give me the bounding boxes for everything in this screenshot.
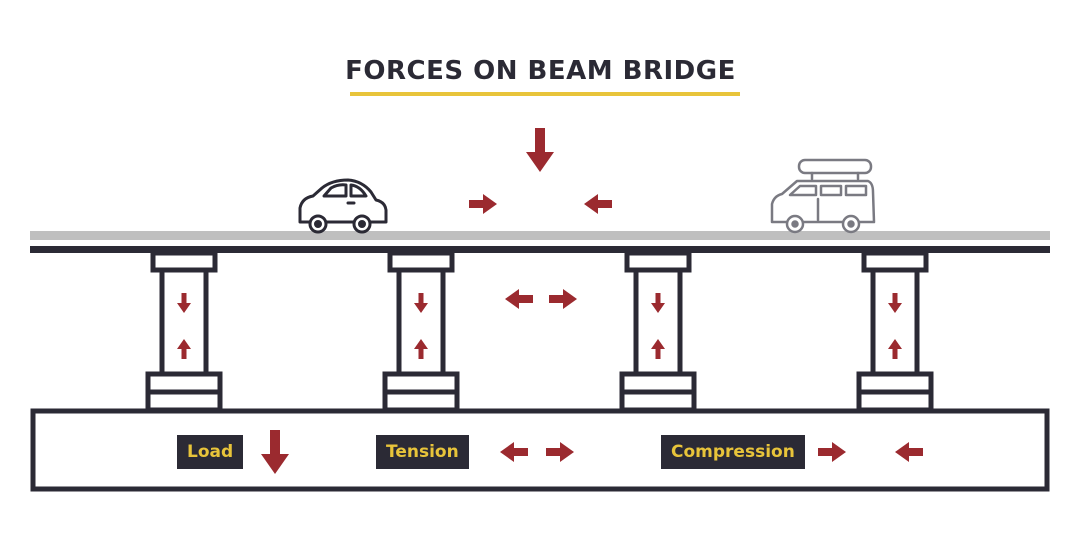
load-arrow-top bbox=[526, 128, 554, 172]
compression-arrow-left bbox=[469, 194, 497, 214]
pillar-2 bbox=[382, 250, 460, 413]
car-icon bbox=[298, 178, 388, 234]
legend-label-compression: Compression bbox=[661, 435, 805, 469]
suv-with-roof-box-icon bbox=[770, 158, 876, 234]
pillars bbox=[145, 250, 934, 413]
bridge-deck-beam bbox=[30, 246, 1050, 253]
bridge-deck-surface bbox=[30, 231, 1050, 240]
legend-label-load: Load bbox=[177, 435, 244, 469]
diagram-title: FORCES ON BEAM BRIDGE bbox=[345, 56, 736, 86]
legend-label-tension: Tension bbox=[376, 435, 469, 469]
title-underline bbox=[350, 92, 740, 96]
compression-arrow-right bbox=[584, 194, 612, 214]
pillar-1 bbox=[145, 250, 223, 413]
pillar-3 bbox=[619, 250, 697, 413]
tension-arrow-left bbox=[505, 289, 533, 309]
pillar-4 bbox=[856, 250, 934, 413]
tension-arrow-right bbox=[549, 289, 577, 309]
